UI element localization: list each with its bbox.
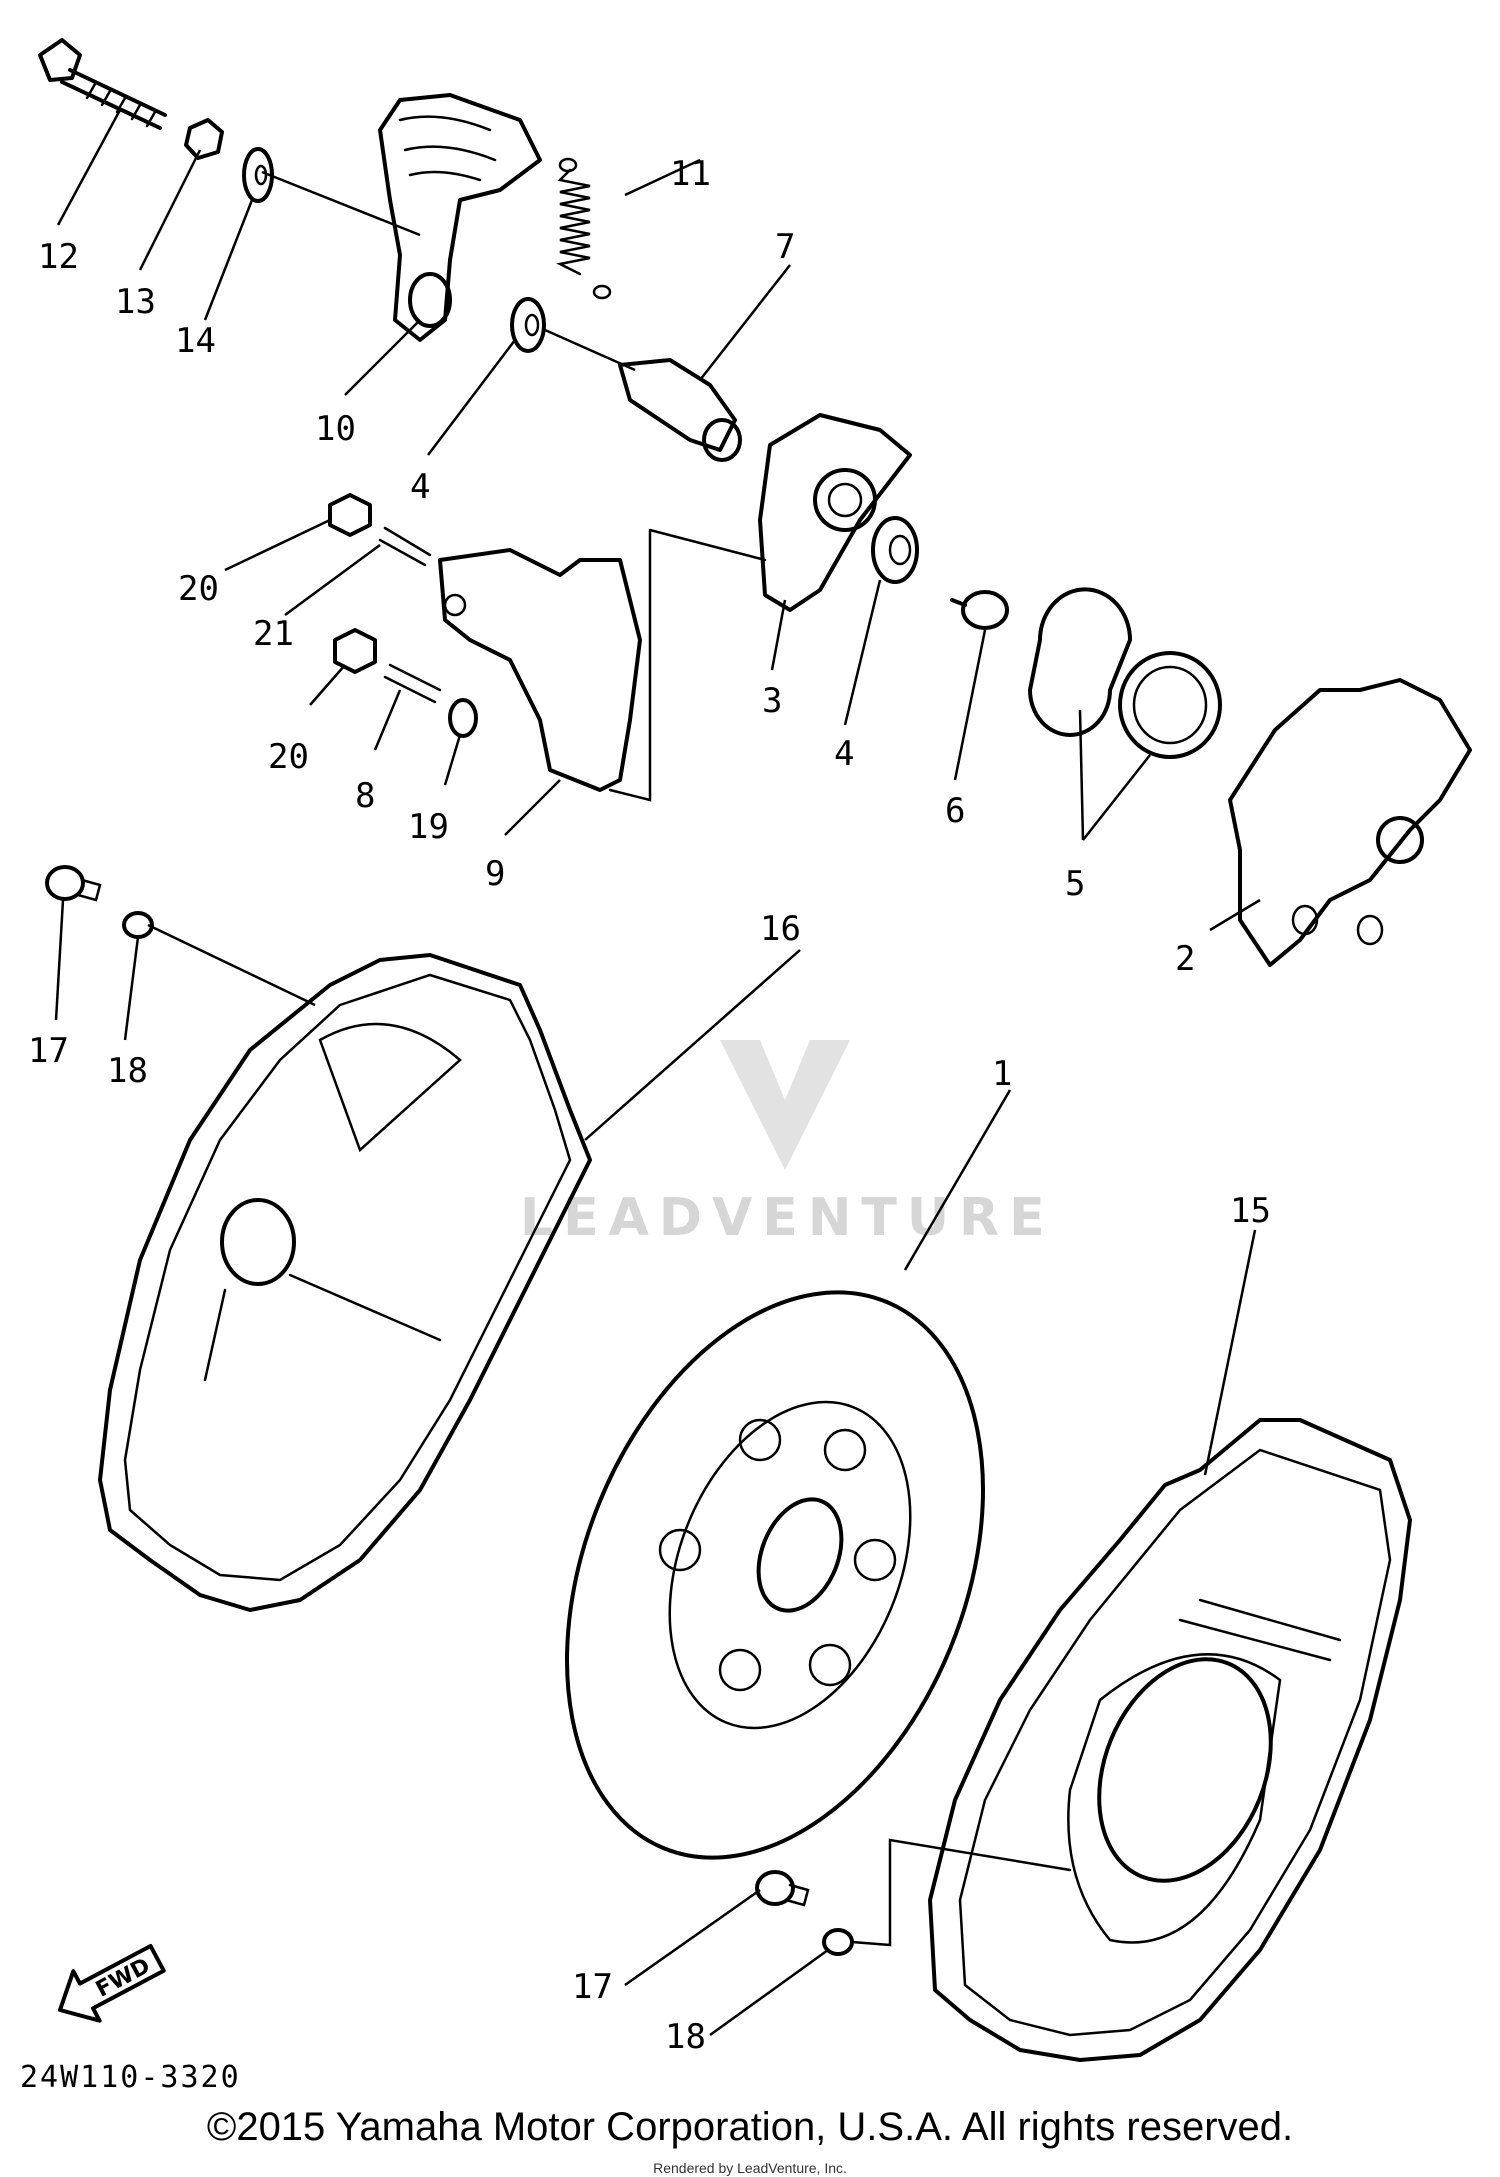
part-15-brake-cover bbox=[928, 1418, 1412, 2062]
part-12-bolt bbox=[38, 38, 167, 130]
alignment-line-18-15 bbox=[850, 1838, 1072, 1947]
part-9-bracket bbox=[438, 548, 642, 792]
watermark-text: LEADVENTURE bbox=[520, 1188, 1055, 1248]
leader-lines bbox=[54, 109, 1261, 2037]
callout-20-upper: 20 bbox=[178, 569, 219, 609]
part-7-camshaft bbox=[618, 358, 742, 462]
callout-20-lower: 20 bbox=[268, 737, 309, 777]
callout-7: 7 bbox=[775, 227, 795, 267]
callout-19: 19 bbox=[408, 807, 449, 847]
part-17-bolt-upper bbox=[45, 865, 102, 902]
part-4-seal-lower bbox=[871, 516, 919, 584]
callout-4-upper: 4 bbox=[410, 467, 430, 507]
callout-15: 15 bbox=[1230, 1191, 1271, 1231]
callout-2: 2 bbox=[1175, 939, 1195, 979]
callouts: 12 13 14 10 11 7 4 20 21 20 8 19 9 3 4 6… bbox=[28, 154, 1271, 2057]
part-13-nut bbox=[184, 118, 224, 160]
part-19-washer bbox=[448, 698, 478, 738]
alignment-line-9-3 bbox=[608, 528, 767, 802]
callout-14: 14 bbox=[175, 321, 216, 361]
callout-1: 1 bbox=[992, 1054, 1012, 1094]
callout-9: 9 bbox=[485, 854, 505, 894]
watermark: LEADVENTURE bbox=[520, 1040, 1055, 1248]
callout-18-lower: 18 bbox=[665, 2017, 706, 2057]
callout-6: 6 bbox=[945, 791, 965, 831]
part-5-pistons bbox=[1028, 587, 1222, 759]
part-4-seal-upper bbox=[510, 297, 546, 353]
part-1-brake-disc bbox=[565, 1290, 985, 1860]
callout-8: 8 bbox=[355, 776, 375, 816]
watermark-logo-icon bbox=[720, 1040, 850, 1170]
part-21-stud bbox=[378, 526, 432, 567]
render-credit: Rendered by LeadVenture, Inc. bbox=[653, 2160, 847, 2176]
callout-10: 10 bbox=[315, 409, 356, 449]
part-8-stud bbox=[383, 663, 442, 704]
callout-11: 11 bbox=[670, 154, 711, 194]
part-11-spring bbox=[556, 157, 612, 300]
part-10-lever-arm bbox=[378, 93, 542, 342]
part-20-nut-lower bbox=[333, 628, 377, 674]
callout-4-lower: 4 bbox=[834, 734, 854, 774]
callout-17-upper: 17 bbox=[28, 1031, 69, 1071]
part-20-nut-upper bbox=[328, 493, 372, 537]
callout-16: 16 bbox=[760, 909, 801, 949]
callout-3: 3 bbox=[762, 681, 782, 721]
part-2-caliper bbox=[1228, 678, 1472, 967]
callout-17-lower: 17 bbox=[572, 1967, 613, 2007]
drawing-code: 24W110-3320 bbox=[20, 2060, 241, 2095]
callout-18-upper: 18 bbox=[107, 1051, 148, 1091]
callout-13: 13 bbox=[115, 282, 156, 322]
part-3-bracket bbox=[758, 413, 912, 612]
callout-5: 5 bbox=[1065, 864, 1085, 904]
part-16-dust-cover bbox=[98, 953, 592, 1612]
callout-21: 21 bbox=[253, 614, 294, 654]
part-6-pin bbox=[950, 590, 1009, 630]
part-18-washer-upper bbox=[122, 911, 154, 939]
callout-12: 12 bbox=[38, 237, 79, 277]
part-17-bolt-lower bbox=[755, 1870, 810, 1907]
copyright-notice: ©2015 Yamaha Motor Corporation, U.S.A. A… bbox=[206, 2105, 1294, 2149]
fwd-arrow: FWD bbox=[58, 1943, 166, 2023]
